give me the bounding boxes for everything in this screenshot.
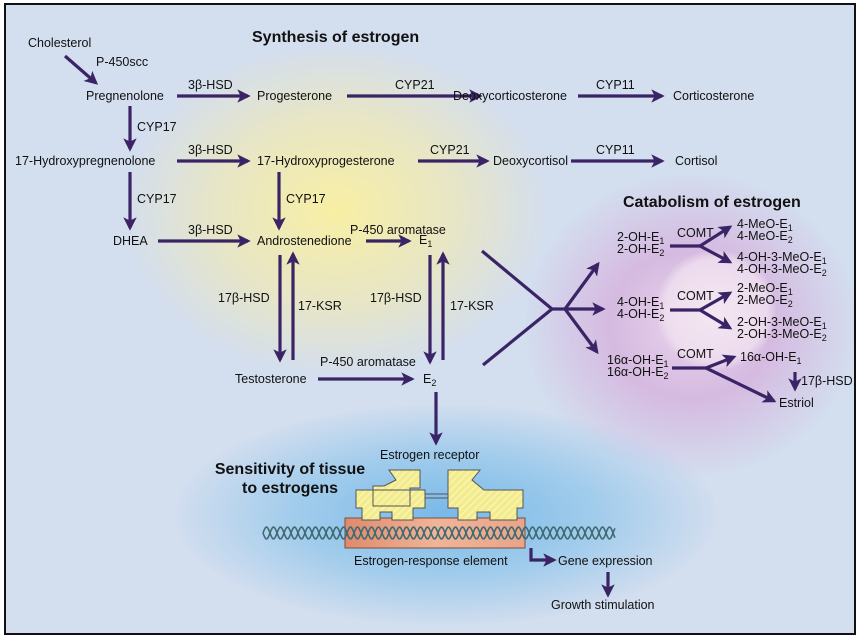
dna-helix — [262, 526, 616, 540]
arrow-gene-expression — [529, 548, 557, 567]
enzyme-cyp21-1: CYP21 — [395, 78, 435, 92]
synthesis-title: Synthesis of estrogen — [252, 29, 420, 46]
arrow-cholesterol-pregnenolone — [63, 54, 99, 85]
compound-testosterone: Testosterone — [235, 372, 307, 386]
enzyme-17b-hsd-2: 17β-HSD — [370, 291, 422, 305]
e2-sub: 2 — [431, 378, 437, 388]
sensitivity-title-line1: Sensitivity of tissue — [214, 461, 366, 478]
enzyme-cyp17-1: CYP17 — [137, 120, 177, 134]
enzyme-cyp11-2: CYP11 — [596, 143, 635, 157]
arrow-comt3-a — [705, 354, 737, 370]
catabolite-2-oh-e2: 2-OH-E2 — [617, 242, 665, 258]
catabolite-4-oh: 4-OH-E1 4-OH-E2 — [617, 295, 665, 323]
e1-base: E — [419, 233, 428, 247]
enzyme-aromatase-1: P-450 aromatase — [350, 223, 446, 237]
compound-pregnenolone: Pregnenolone — [86, 89, 164, 103]
arrow-comt2-b — [699, 308, 733, 330]
catabolite-16a-oh: 16α-OH-E1 16α-OH-E2 — [607, 353, 669, 381]
enzyme-p450scc: P-450scc — [96, 55, 149, 69]
sensitivity-title: Sensitivity of tissue to estrogens — [205, 460, 375, 498]
arrow-comt3-estriol — [705, 366, 777, 403]
compound-deoxycorticosterone: Deoxycorticosterone — [453, 89, 567, 103]
compound-cortisol: Cortisol — [675, 154, 718, 168]
e2-base: E — [423, 372, 432, 386]
enzyme-3b-hsd-2: 3β-HSD — [188, 143, 233, 157]
enzyme-comt-3: COMT — [677, 347, 714, 361]
compound-estriol: Estriol — [779, 396, 814, 410]
dna-strand-1 — [262, 526, 616, 540]
enzyme-3b-hsd-1: 3β-HSD — [188, 78, 233, 92]
compound-deoxycortisol: Deoxycortisol — [493, 154, 569, 168]
compound-17-hydroxyprogesterone: 17-Hydroxyprogesterone — [257, 154, 395, 168]
arrow-comt1-a — [699, 225, 733, 248]
compound-corticosterone: Corticosterone — [673, 89, 755, 103]
compound-17-hydroxypregnenolone: 17-Hydroxypregnenolone — [15, 154, 156, 168]
sensitivity-title-line2: to estrogens — [241, 480, 338, 497]
compound-androstenedione: Androstenedione — [257, 234, 352, 248]
e1-sub: 1 — [427, 239, 433, 249]
enzyme-17b-hsd-1: 17β-HSD — [218, 291, 270, 305]
compound-dhea: DHEA — [113, 234, 148, 248]
enzyme-aromatase-2: P-450 aromatase — [320, 355, 416, 369]
gene-expression-label: Gene expression — [558, 554, 653, 568]
catabolite-2-meo: 2-MeO-E1 2-MeO-E2 — [737, 281, 793, 309]
compound-e1: E1 — [419, 233, 433, 249]
receptor-left — [355, 469, 426, 521]
converge-from-e1 — [480, 249, 554, 311]
receptor-right — [447, 469, 524, 521]
response-element-shape — [344, 517, 526, 549]
enzyme-17-ksr-2: 17-KSR — [450, 299, 494, 313]
arrow-comt2-a — [699, 291, 733, 312]
arrow-comt1-b — [699, 244, 733, 264]
enzyme-cyp11-1: CYP11 — [596, 78, 635, 92]
compound-cholesterol: Cholesterol — [28, 36, 92, 50]
arrow-to-2oh — [563, 261, 600, 310]
arrow-to-16oh — [563, 308, 599, 355]
enzyme-cyp17-3: CYP17 — [286, 192, 326, 206]
catabolite-4-oh-3-meo: 4-OH-3-MeO-E1 4-OH-3-MeO-E2 — [737, 250, 827, 278]
catabolite-2-oh-3-meo: 2-OH-3-MeO-E1 2-OH-3-MeO-E2 — [737, 315, 827, 343]
catabolism-title: Catabolism of estrogen — [623, 194, 801, 211]
enzyme-17b-hsd-3: 17β-HSD — [801, 374, 853, 388]
compound-progesterone: Progesterone — [257, 89, 333, 103]
catabolite-4-meo: 4-MeO-E1 4-MeO-E2 — [737, 217, 793, 245]
growth-stimulation-label: Growth stimulation — [551, 598, 655, 612]
enzyme-comt-2: COMT — [677, 289, 714, 303]
converge-from-e2 — [481, 307, 554, 367]
enzyme-cyp17-2: CYP17 — [137, 192, 177, 206]
catabolite-2-oh: 2-OH-E1 2-OH-E2 — [617, 230, 665, 258]
enzyme-17-ksr-1: 17-KSR — [298, 299, 342, 313]
enzyme-comt-1: COMT — [677, 226, 714, 240]
dna-strand-2 — [262, 526, 616, 540]
enzyme-3b-hsd-3: 3β-HSD — [188, 223, 233, 237]
catabolite-2-oh-e1: 2-OH-E1 — [617, 230, 665, 246]
enzyme-cyp21-2: CYP21 — [430, 143, 470, 157]
compound-e2: E2 — [423, 372, 437, 388]
response-element-label: Estrogen-response element — [354, 554, 508, 568]
estrogen-receptor-label: Estrogen receptor — [380, 448, 480, 462]
catabolite-16a-oh-e1-product: 16α-OH-E1 — [740, 350, 802, 366]
